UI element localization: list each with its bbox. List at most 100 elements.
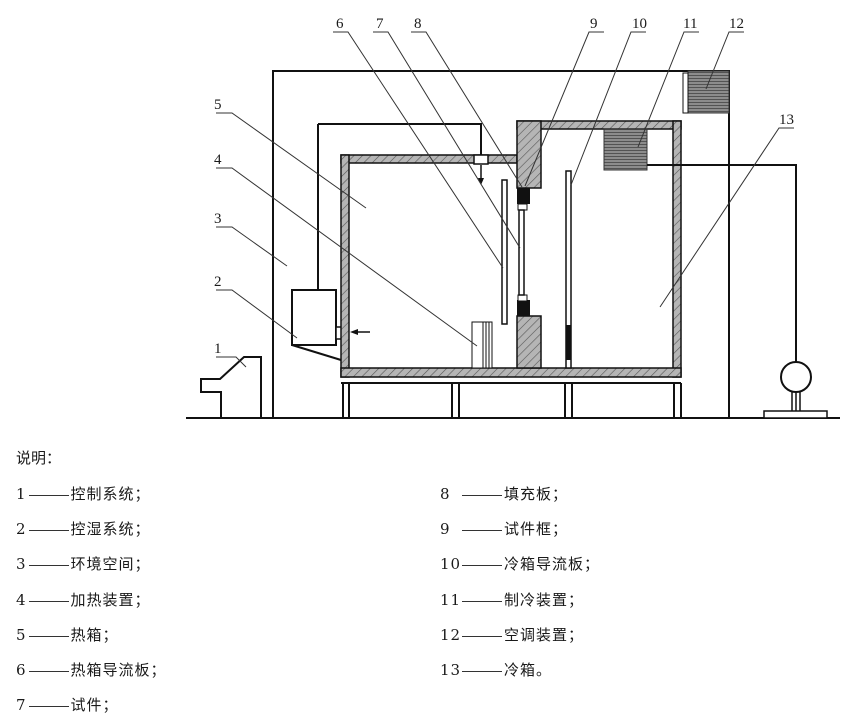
legend-label: 热箱； [70, 626, 119, 644]
hot-box-down-arrow-head [478, 178, 484, 185]
callout-5: 5 [214, 97, 222, 113]
legend-num: 13 [440, 661, 462, 679]
hot-box-baffle [501, 179, 508, 325]
legend-dash [28, 494, 69, 496]
legend-label: 冷箱导流板； [504, 555, 601, 573]
legend-dash [462, 529, 502, 531]
support-legs [342, 383, 682, 418]
leader-6 [333, 31, 504, 269]
legend-num: 7 [16, 696, 27, 714]
leader-5 [216, 112, 367, 209]
legend-label: 制冷装置； [504, 591, 585, 609]
callout-8: 8 [414, 16, 422, 32]
legend-num: 12 [440, 626, 462, 644]
legend-dash [28, 670, 69, 672]
cold-box-baffle [565, 170, 572, 369]
leader-12 [705, 31, 744, 90]
cold-box-right-wall [672, 120, 682, 378]
leader-2 [216, 289, 298, 339]
environment-enclosure [272, 70, 730, 418]
apparatus-diagram: 1 2 3 4 5 6 7 8 9 10 11 12 13 [186, 16, 840, 419]
callout-9: 9 [590, 16, 598, 32]
specimen-frame-upper [516, 120, 542, 189]
hot-box-left-wall [340, 154, 350, 378]
legend-dash [462, 670, 502, 672]
leader-8 [411, 31, 523, 188]
callout-1: 1 [214, 341, 222, 357]
leader-7 [373, 31, 521, 249]
callout-12: 12 [729, 16, 744, 32]
legend-dash [28, 564, 69, 566]
leader-4 [216, 167, 478, 347]
legend-num: 11 [440, 591, 462, 609]
callout-10: 10 [632, 16, 647, 32]
humidity-link [291, 344, 342, 361]
air-conditioner-unit [687, 70, 730, 114]
legend-label: 填充板； [504, 485, 569, 503]
filler-plate-bottom [517, 300, 530, 316]
filler-plate-top [517, 188, 530, 204]
legend-dash [28, 635, 69, 637]
legend-label: 冷箱。 [504, 661, 553, 679]
callout-4: 4 [214, 152, 222, 168]
legend-dash [462, 600, 502, 602]
legend-dash [462, 635, 502, 637]
callout-13: 13 [779, 112, 794, 128]
legend-item: 13 冷箱。 [440, 659, 552, 680]
legend-num: 10 [440, 555, 462, 573]
legend-num: 2 [16, 520, 27, 538]
legend-item: 11 制冷装置； [440, 589, 584, 610]
legend-label: 加热装置； [70, 591, 151, 609]
legend-label: 空调装置； [504, 626, 585, 644]
leader-9 [524, 31, 604, 187]
callout-11: 11 [683, 16, 697, 32]
legend-num: 8 [440, 485, 451, 503]
callout-6: 6 [336, 16, 344, 32]
legend-dash [462, 494, 502, 496]
legend-num: 5 [16, 626, 27, 644]
leader-13 [659, 127, 794, 308]
leader-lines [216, 31, 794, 368]
callout-2: 2 [214, 274, 222, 290]
legend-item: 8 填充板； [440, 483, 568, 504]
air-conditioner-panel [682, 72, 689, 114]
leader-1 [216, 356, 247, 368]
legend-item: 3 环境空间； [16, 553, 151, 574]
compressor-base [763, 410, 828, 419]
legend-label: 热箱导流板； [70, 661, 167, 679]
heating-fins [482, 322, 490, 368]
specimen-frame-lower [516, 315, 542, 369]
filler-clip-top [517, 203, 528, 211]
legend-dash [28, 529, 69, 531]
leader-11 [637, 31, 699, 148]
compressor-stand [791, 392, 801, 411]
legend-label: 环境空间； [70, 555, 151, 573]
legend-dash [462, 564, 502, 566]
humidity-control-box [291, 289, 337, 346]
legend-label: 控湿系统； [70, 520, 151, 538]
hot-box-nozzle [473, 154, 489, 165]
inlet-arrow-head [350, 329, 358, 335]
cold-box-baffle-dark [566, 325, 571, 360]
legend-num: 3 [16, 555, 27, 573]
control-system [200, 356, 262, 418]
floor-slab [340, 367, 682, 378]
legend-item: 2 控湿系统； [16, 518, 151, 539]
leader-3 [216, 226, 288, 267]
legend-dash [28, 705, 69, 707]
legend-num: 1 [16, 485, 27, 503]
refrigeration-pipe [647, 164, 797, 362]
legend-item: 12 空调装置； [440, 624, 584, 645]
callout-3: 3 [214, 211, 222, 227]
legend-num: 9 [440, 520, 451, 538]
heating-device [471, 321, 493, 369]
leader-10 [570, 31, 646, 186]
legend-item: 5 热箱； [16, 624, 119, 645]
legend-dash [28, 600, 69, 602]
legend-title: 说明： [16, 449, 62, 467]
